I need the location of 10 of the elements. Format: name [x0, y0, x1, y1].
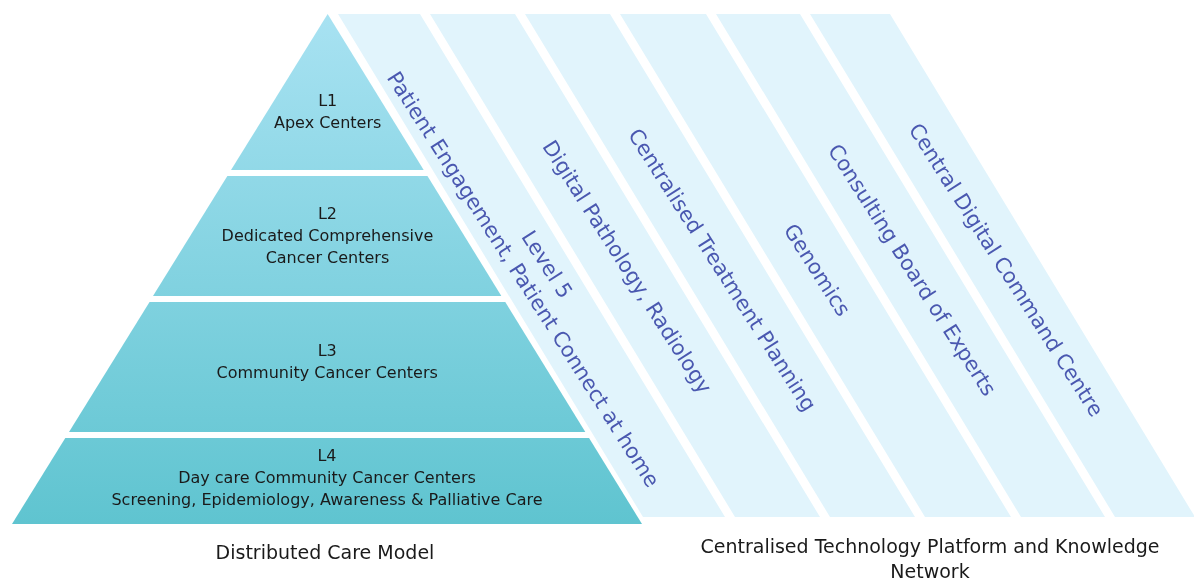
tier-label: Community Cancer Centers — [216, 362, 438, 384]
caption: Distributed Care Model — [214, 540, 436, 565]
tier-label: Screening, Epidemiology, Awareness & Palliative Care — [111, 489, 543, 511]
tier-label: Apex Centers — [273, 112, 382, 134]
tier-label: Day care Community Cancer Centers — [178, 467, 476, 489]
tier-code: L2 — [317, 203, 337, 225]
tier-code: L1 — [318, 90, 338, 112]
tier-code: L3 — [317, 340, 337, 362]
caption: Centralised Technology Platform and Knowledge Network — [700, 534, 1160, 582]
tier-code: L4 — [317, 445, 337, 467]
